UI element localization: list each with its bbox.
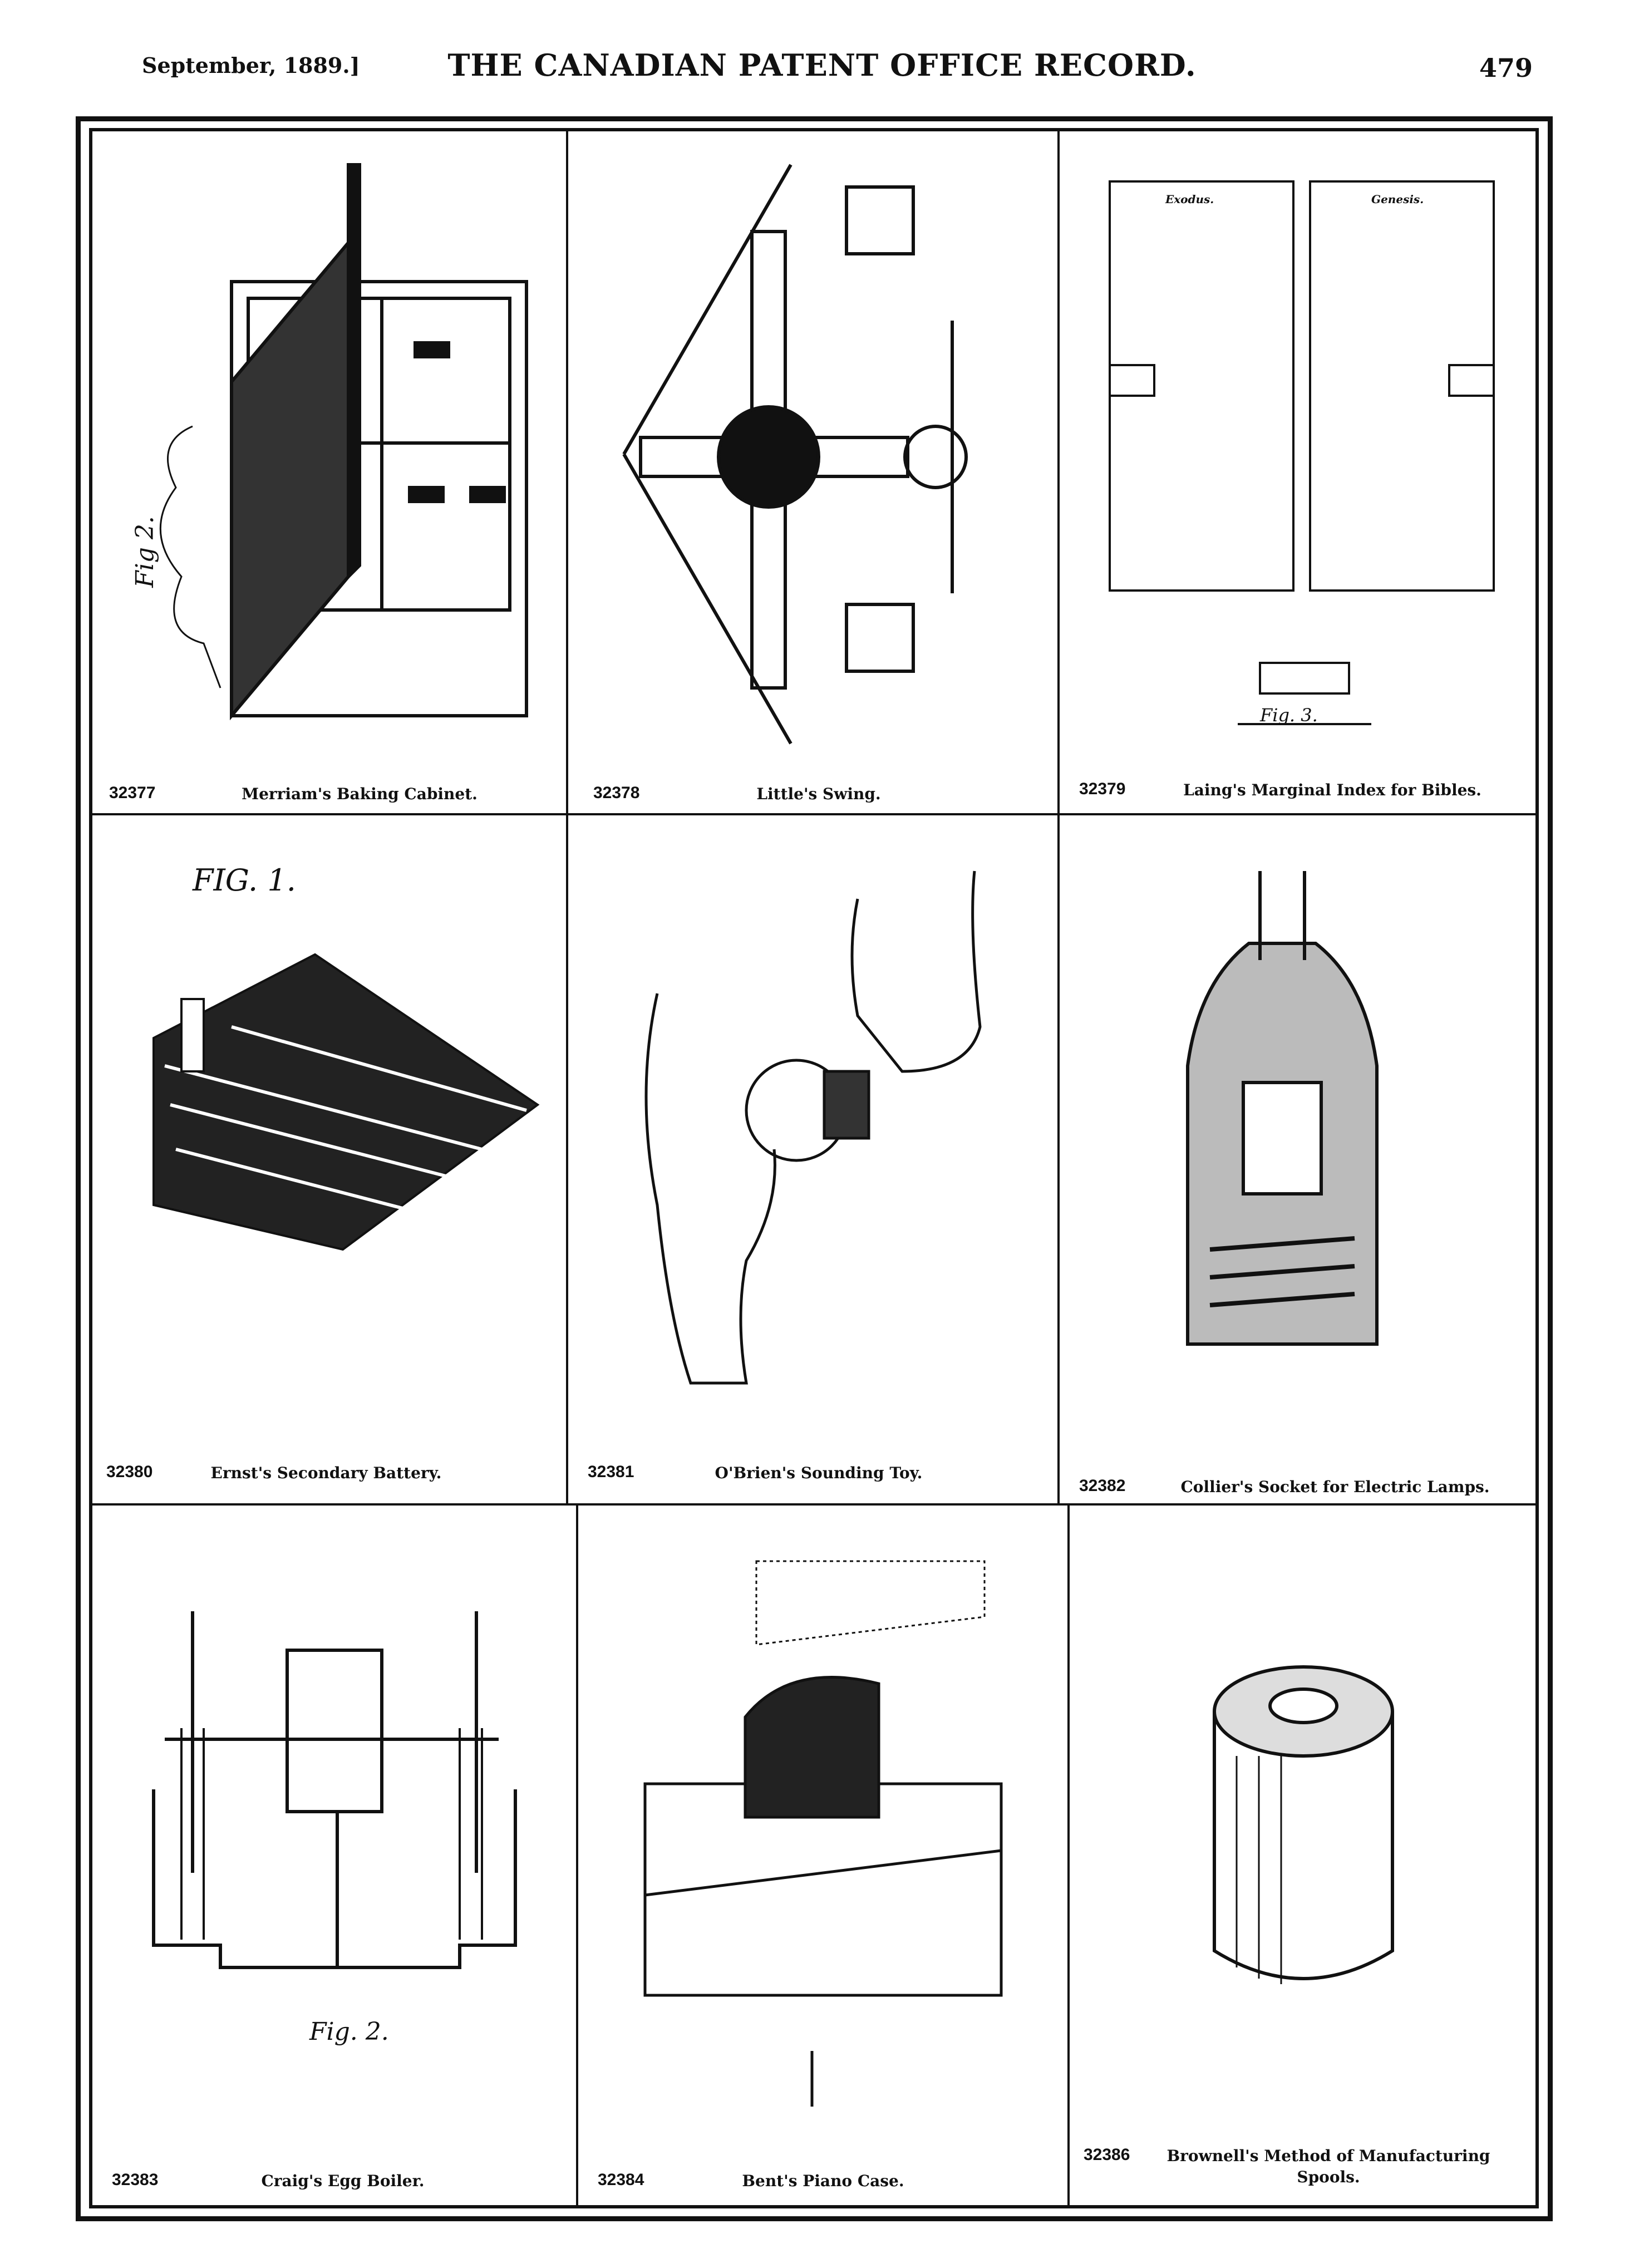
- page-label-genesis: Genesis.: [1371, 193, 1424, 206]
- figure-label: Fig. 3.: [1260, 705, 1318, 726]
- patent-title: O'Brien's Sounding Toy.: [715, 1464, 923, 1482]
- patent-cell-32384: 32384 Bent's Piano Case.: [578, 1506, 1067, 2207]
- column-divider: [566, 128, 568, 1504]
- patent-number: 32384: [598, 2171, 644, 2189]
- patent-title: Brownell's Method of Manufacturing Spool…: [1166, 2147, 1490, 2186]
- sounding-toy-drawing: [644, 870, 982, 1385]
- patent-number: 32381: [588, 1463, 634, 1481]
- patent-title: Laing's Marginal Index for Bibles.: [1183, 781, 1481, 799]
- piano-case-drawing: [643, 1560, 1003, 2107]
- row-divider: [89, 1503, 1539, 1506]
- header-date: September, 1889.]: [142, 53, 360, 78]
- patent-title: Merriam's Baking Cabinet.: [242, 785, 478, 803]
- inner-frame: [89, 128, 1539, 2208]
- column-divider: [1057, 128, 1060, 1504]
- outer-frame: [76, 116, 1553, 2221]
- patent-number: 32378: [593, 784, 640, 802]
- patent-cell-32386: 32386 Brownell's Method of Manufacturing…: [1070, 1506, 1539, 2207]
- column-divider: [576, 1504, 578, 2208]
- patent-cell-32378: 32378 Little's Swing.: [568, 131, 1057, 813]
- swing-drawing: [622, 164, 968, 745]
- patent-title: Little's Swing.: [756, 785, 881, 803]
- patent-number: 32386: [1084, 2146, 1130, 2164]
- patent-cell-32381: 32381 O'Brien's Sounding Toy.: [568, 815, 1057, 1503]
- patent-cell-32382: 32382 Collier's Socket for Electric Lamp…: [1060, 815, 1539, 1503]
- battery-drawing: [152, 953, 540, 1251]
- patent-title: Craig's Egg Boiler.: [261, 2172, 425, 2190]
- patent-title: Ernst's Secondary Battery.: [210, 1464, 442, 1482]
- bible-index-drawing: [1109, 180, 1495, 725]
- egg-boiler-drawing: [152, 1611, 517, 1969]
- patent-number: 32382: [1079, 1477, 1126, 1495]
- patent-cell-32380: FIG. 1. 32380 Ernst's Secondary Battery.: [92, 815, 565, 1503]
- patent-cell-32383: Fig. 2. 32383 Craig's Egg Boiler.: [92, 1506, 576, 2207]
- row-divider: [89, 813, 1539, 815]
- figure-label: FIG. 1.: [193, 863, 296, 898]
- page-number: 479: [1479, 53, 1533, 83]
- baking-cabinet-drawing: [159, 163, 528, 721]
- patent-number: 32379: [1079, 780, 1126, 798]
- page-label-exodus: Exodus.: [1165, 193, 1214, 206]
- figure-label: Fig 2.: [130, 516, 159, 588]
- patent-cell-32379: Exodus. Genesis. Fig. 3. 32379 Laing's M…: [1060, 131, 1539, 813]
- column-divider: [1067, 1504, 1070, 2208]
- patent-title: Collier's Socket for Electric Lamps.: [1180, 1478, 1490, 1496]
- patent-cell-32377: Fig 2. 32377 Merriam's Baking Cabinet.: [92, 131, 565, 813]
- lamp-socket-drawing: [1186, 871, 1379, 1346]
- patent-number: 32380: [106, 1463, 153, 1481]
- patent-number: 32383: [112, 2171, 159, 2189]
- spool-drawing: [1213, 1665, 1394, 1984]
- figure-label: Fig. 2.: [309, 2018, 389, 2046]
- patent-number: 32377: [109, 784, 156, 802]
- patent-title: Bent's Piano Case.: [742, 2172, 904, 2190]
- page-title: THE CANADIAN PATENT OFFICE RECORD.: [447, 47, 1197, 83]
